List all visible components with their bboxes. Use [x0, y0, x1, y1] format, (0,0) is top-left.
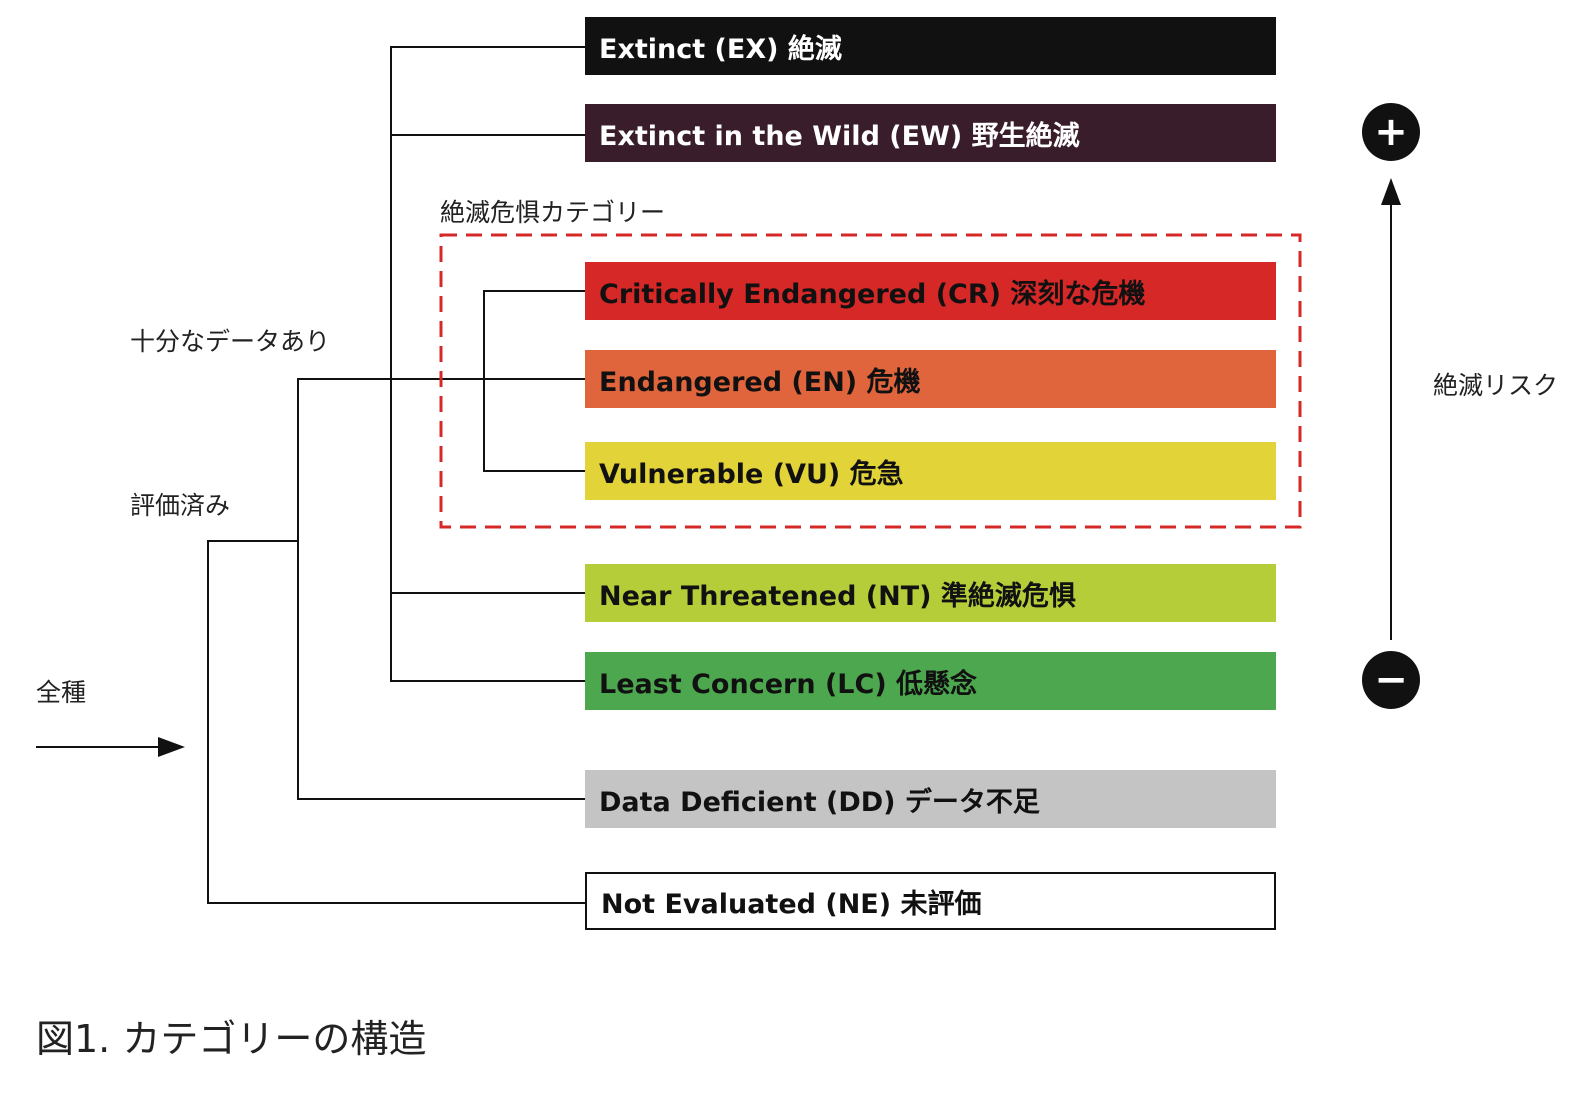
label-threatened-category: 絶滅危惧カテゴリー	[440, 198, 666, 227]
minus-icon: −	[1362, 651, 1420, 709]
category-lc: Least Concern (LC) 低懸念	[585, 652, 1276, 710]
connector-sufficient-data	[390, 46, 585, 682]
threatened-dashed-frame	[439, 233, 1302, 529]
category-ew: Extinct in the Wild (EW) 野生絶滅	[585, 104, 1276, 162]
category-ne: Not Evaluated (NE) 未評価	[585, 872, 1276, 930]
figure-caption: 図1. カテゴリーの構造	[36, 1017, 427, 1061]
connector-all-species	[207, 540, 585, 904]
connector-threatened	[483, 290, 585, 472]
category-en: Endangered (EN) 危機	[585, 350, 1276, 408]
connector-evaluated	[297, 378, 585, 800]
label-extinction-risk: 絶滅リスク	[1433, 371, 1559, 400]
category-dd: Data Deficient (DD) データ不足	[585, 770, 1276, 828]
risk-arrow-head	[1381, 178, 1401, 205]
category-cr: Critically Endangered (CR) 深刻な危機	[585, 262, 1276, 320]
label-all-species: 全種	[36, 678, 87, 707]
category-nt: Near Threatened (NT) 準絶滅危惧	[585, 564, 1276, 622]
label-evaluated: 評価済み	[130, 491, 231, 520]
label-sufficient-data: 十分なデータあり	[130, 327, 331, 356]
plus-icon: +	[1362, 103, 1420, 161]
entry-arrow-head	[158, 737, 185, 757]
category-ex: Extinct (EX) 絶滅	[585, 17, 1276, 75]
category-vu: Vulnerable (VU) 危急	[585, 442, 1276, 500]
